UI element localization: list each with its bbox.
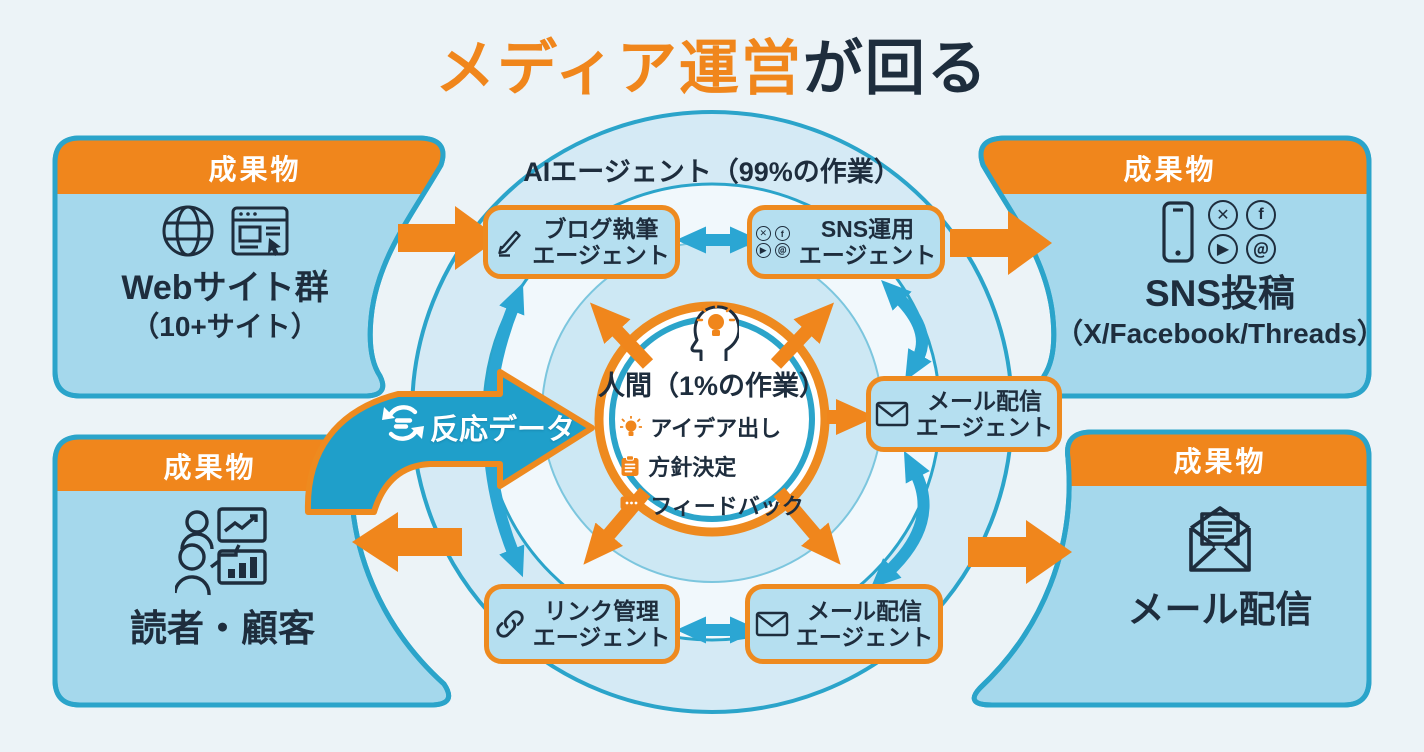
panel-bottom-right-content: メール配信 (1070, 500, 1370, 632)
facebook-icon: f (774, 226, 790, 241)
panel-top-left-shape (52, 135, 446, 399)
panel-label-readers: 読者・顧客 (130, 608, 315, 649)
panel-top-left-content: Webサイト群 （10+サイト） (60, 202, 390, 344)
agent-label: リンク管理 エージェント (532, 598, 671, 650)
phone-social-icons: ✕ f ▶ ＠ (1160, 200, 1280, 264)
social-icons: ✕ f ▶ ＠ (1208, 200, 1280, 264)
pencil-icon (498, 230, 521, 257)
facebook-icon: f (1246, 200, 1276, 230)
agent-label: メール配信 エージェント (915, 388, 1054, 440)
social-icons: ✕ f ▶ ＠ (755, 226, 792, 258)
human-heading: 人間（1%の作業） (597, 371, 827, 401)
clipboard-icon (621, 455, 639, 476)
head-lightbulb-icon (690, 301, 739, 361)
link-icon (496, 610, 524, 638)
youtube-icon: ▶ (755, 243, 771, 258)
task-label: フィードバック (650, 494, 804, 519)
title-highlight: メディア運営 (435, 35, 803, 102)
panel-sublabel-websites: （10+サイト） (131, 310, 319, 342)
panel-header-bottom-left: 成果物 (163, 452, 257, 483)
agent-box-blog: ブログ執筆 エージェント (483, 205, 680, 279)
panel-label-websites: Webサイト群 (121, 269, 329, 307)
agent-box-mail-right: メール配信 エージェント (866, 376, 1062, 452)
panel-header-top-left: 成果物 (208, 154, 302, 185)
panel-arrows (352, 206, 1072, 584)
agent-label: メール配信 エージェント (795, 598, 934, 650)
agent-box-sns: ✕ f ▶ ＠ SNS運用 エージェント (747, 205, 945, 279)
arrow-sns-to-panel (950, 211, 1052, 275)
agent-label: SNS運用 エージェント (798, 216, 937, 268)
speech-bubble-icon (620, 496, 642, 514)
globe-icon (162, 205, 214, 257)
open-envelope-icon (1189, 506, 1251, 572)
human-center-content: 人間（1%の作業） アイデア出し (596, 298, 828, 521)
task-row: フィードバック (620, 489, 804, 521)
arrow-loop-to-mail-panel (968, 520, 1072, 584)
agent-box-link: リンク管理 エージェント (484, 584, 680, 664)
threads-icon: ＠ (774, 243, 790, 258)
envelope-icon (755, 611, 788, 637)
panel-top-right-shape (978, 135, 1372, 399)
arrow-website-to-blog (398, 206, 499, 270)
task-row: アイデア出し (620, 411, 781, 443)
youtube-icon: ▶ (1208, 234, 1238, 264)
page-title: メディア運営が回る (0, 20, 1424, 107)
task-label: アイデア出し (650, 416, 782, 441)
agent-box-mail-bottom: メール配信 エージェント (745, 584, 943, 664)
task-row: 方針決定 (620, 450, 736, 482)
panel-top-right-content: ✕ f ▶ ＠ SNS投稿 （X/Facebook/Threads） (1055, 200, 1385, 351)
panel-bottom-left-content: 読者・顧客 (80, 505, 365, 651)
panel-bottom-right-shape (971, 429, 1372, 708)
sync-icon (382, 405, 424, 441)
audience-analytics-icon (174, 507, 267, 596)
panel-header-bottom-right: 成果物 (1173, 446, 1267, 477)
lightbulb-icon (620, 416, 643, 436)
title-rest: が回る (802, 35, 989, 102)
threads-icon: ＠ (1246, 234, 1276, 264)
human-circle (594, 301, 830, 537)
envelope-icon (875, 401, 908, 427)
x-icon: ✕ (1208, 200, 1238, 230)
smartphone-icon (1162, 201, 1194, 263)
reaction-data-label: 反応データ (430, 414, 576, 446)
arrow-loop-to-readers (352, 512, 462, 572)
panel-label-mail: メール配信 (1127, 589, 1313, 630)
panel-sublabel-sns: （X/Facebook/Threads） (1055, 318, 1385, 350)
panel-header-top-right: 成果物 (1123, 154, 1217, 185)
globe-browser-icon (159, 202, 291, 260)
reaction-data-arrow (304, 369, 595, 515)
panel-label-sns: SNS投稿 (1144, 273, 1296, 314)
agent-label: ブログ執筆 エージェント (532, 216, 670, 268)
x-icon: ✕ (755, 226, 771, 241)
ai-ring-label: AIエージェント（99%の作業） (523, 157, 901, 187)
human-task-list: アイデア出し 方針決定 フィードバック (620, 411, 804, 521)
task-label: 方針決定 (648, 455, 737, 480)
browser-window-icon (231, 206, 289, 256)
